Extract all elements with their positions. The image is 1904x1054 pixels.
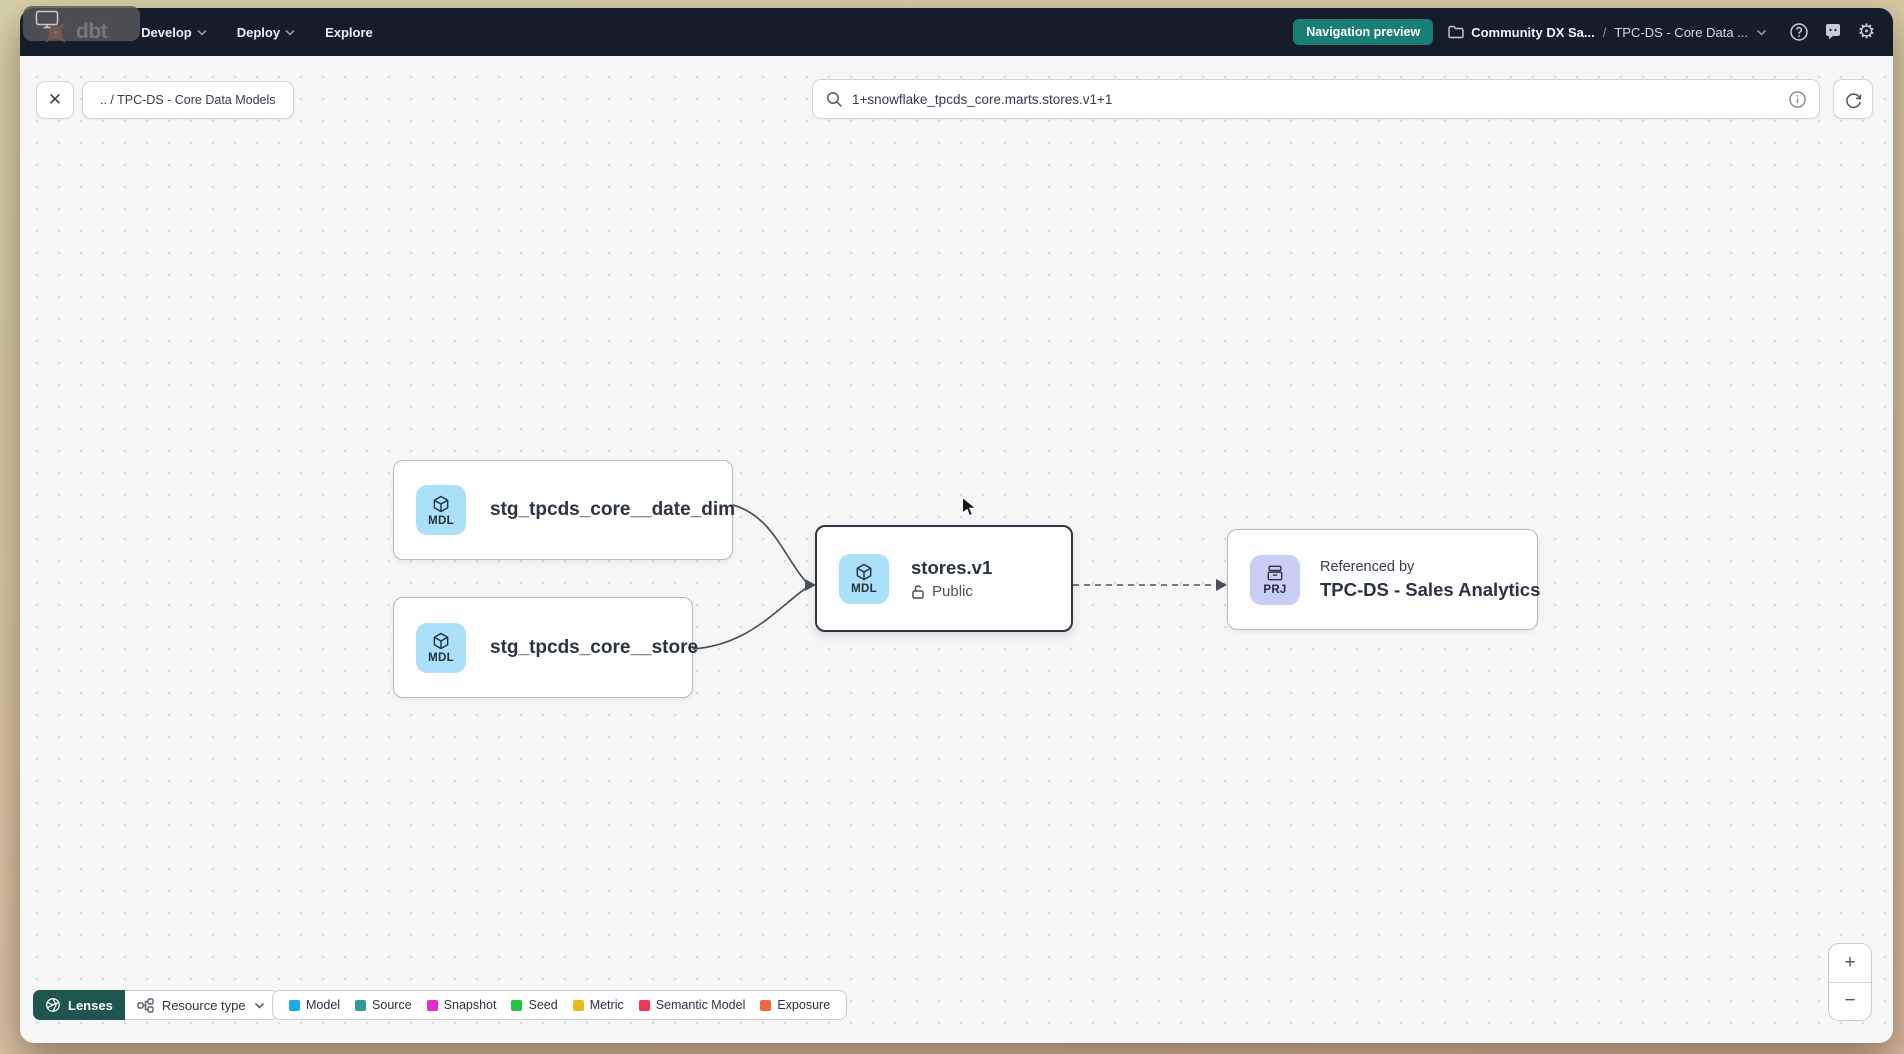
nav-item-develop[interactable]: Develop <box>141 25 207 40</box>
lens-icon <box>46 998 60 1012</box>
legend-label: Source <box>372 998 412 1012</box>
legend-swatch <box>760 999 772 1011</box>
zoom-controls: + − <box>1828 943 1872 1021</box>
monitor-icon <box>35 10 59 29</box>
resource-type-legend: Model Source Snapshot Seed Metric Semant… <box>272 990 848 1020</box>
model-badge: MDL <box>416 622 466 673</box>
legend-swatch <box>355 999 367 1011</box>
top-nav: dbt Develop Deploy Explore Navigation pr… <box>20 8 1893 56</box>
referenced-by-label: Referenced by <box>1320 558 1415 575</box>
nav-icons: ⚙ <box>1788 22 1877 43</box>
breadcrumb-account-label: Community DX Sa... <box>1471 24 1595 40</box>
refresh-icon <box>1845 92 1861 108</box>
node-access: Public <box>911 583 992 600</box>
lens-controls: Lenses Resource type <box>33 990 278 1020</box>
legend-label: Model <box>306 998 341 1012</box>
legend-label: Semantic Model <box>655 998 746 1012</box>
breadcrumb-project[interactable]: TPC-DS - Core Data ... <box>1614 24 1748 40</box>
breadcrumb-account[interactable]: Community DX Sa... <box>1448 25 1595 40</box>
badge-code: PRJ <box>1263 584 1287 596</box>
badge-code: MDL <box>851 583 877 595</box>
legend-label: Metric <box>589 998 624 1012</box>
folder-icon <box>1448 25 1464 39</box>
node-stores-v1[interactable]: MDL stores.v1 Public <box>815 525 1073 632</box>
project-badge: PRJ <box>1250 554 1300 605</box>
os-screenshare-pill <box>23 6 140 41</box>
legend-item-snapshot: Snapshot <box>426 998 497 1012</box>
cube-icon <box>433 495 449 512</box>
legend-swatch <box>426 999 438 1011</box>
close-lineage-button[interactable]: ✕ <box>36 81 74 119</box>
nav-item-deploy[interactable]: Deploy <box>237 25 295 40</box>
legend-label: Seed <box>528 998 558 1012</box>
lenses-label: Lenses <box>68 997 113 1013</box>
chevron-down-icon[interactable] <box>1756 29 1767 36</box>
chevron-down-icon <box>254 1002 264 1009</box>
legend-item-seed: Seed <box>511 998 558 1012</box>
legend-item-exposure: Exposure <box>760 998 830 1012</box>
legend-label: Snapshot <box>443 998 497 1012</box>
graph-nodes-icon <box>137 997 154 1013</box>
cube-icon <box>856 563 872 581</box>
search-input[interactable] <box>852 91 1788 107</box>
legend-swatch <box>511 999 523 1011</box>
nav-item-deploy-label: Deploy <box>236 24 281 40</box>
model-badge: MDL <box>416 485 466 535</box>
legend-swatch <box>289 999 300 1011</box>
lineage-breadcrumb-label: .. / TPC-DS - Core Data Models <box>100 93 276 107</box>
feedback-icon[interactable] <box>1822 22 1843 43</box>
breadcrumb-separator: / <box>1602 24 1607 40</box>
nav-item-explore[interactable]: Explore <box>325 25 373 40</box>
node-label: stg_tpcds_core__store <box>490 636 699 658</box>
close-icon: ✕ <box>47 90 63 109</box>
legend-item-model: Model <box>289 998 340 1012</box>
lock-open-icon <box>912 585 924 599</box>
cube-icon <box>433 632 449 650</box>
app-window: dbt Develop Deploy Explore Navigation pr… <box>20 8 1893 1043</box>
node-stg-tpcds-core-date-dim[interactable]: MDL stg_tpcds_core__date_dim <box>393 460 735 560</box>
settings-gear-icon[interactable]: ⚙ <box>1857 21 1876 43</box>
node-referenced-by-project[interactable]: PRJ Referenced by TPC-DS - Sales Analyti… <box>1227 529 1541 630</box>
lineage-breadcrumb-chip[interactable]: .. / TPC-DS - Core Data Models <box>82 81 294 119</box>
nav-item-develop-label: Develop <box>141 24 192 40</box>
search-icon <box>827 91 842 107</box>
node-label: stores.v1 <box>911 557 993 578</box>
nav-item-explore-label: Explore <box>325 24 373 40</box>
badge-code: MDL <box>428 514 454 527</box>
refresh-lineage-button[interactable] <box>1833 79 1873 119</box>
nav-menu: Develop Deploy Explore <box>141 25 373 40</box>
lenses-button[interactable]: Lenses <box>33 990 125 1020</box>
resource-type-label: Resource type <box>161 997 246 1013</box>
info-icon[interactable] <box>1788 90 1807 109</box>
legend-swatch <box>572 999 584 1011</box>
zoom-out-button[interactable]: − <box>1844 990 1856 1012</box>
legend-item-source: Source <box>355 998 412 1012</box>
legend-item-semantic-model: Semantic Model <box>638 998 746 1012</box>
node-label: stg_tpcds_core__date_dim <box>490 499 735 520</box>
navigation-preview-badge[interactable]: Navigation preview <box>1293 19 1434 45</box>
chevron-down-icon <box>285 29 295 36</box>
model-badge: MDL <box>839 553 889 604</box>
legend-item-metric: Metric <box>572 998 624 1012</box>
lineage-search-bar <box>812 79 1820 119</box>
resource-type-dropdown[interactable]: Resource type <box>124 990 278 1020</box>
node-stg-tpcds-core-store[interactable]: MDL stg_tpcds_core__store <box>393 597 698 698</box>
lineage-canvas[interactable] <box>20 56 1893 1043</box>
legend-swatch <box>638 999 650 1011</box>
node-text: stores.v1 Public <box>911 557 992 600</box>
chevron-down-icon <box>197 29 207 36</box>
nav-right: Navigation preview Community DX Sa... / … <box>1293 19 1877 45</box>
help-icon[interactable] <box>1788 22 1809 43</box>
zoom-in-button[interactable]: + <box>1829 944 1871 983</box>
archive-icon <box>1267 565 1283 581</box>
legend-label: Exposure <box>777 998 831 1012</box>
breadcrumb: Community DX Sa... / TPC-DS - Core Data … <box>1448 25 1767 40</box>
access-label: Public <box>932 583 973 600</box>
node-label: TPC-DS - Sales Analytics <box>1320 578 1541 600</box>
node-text: Referenced by TPC-DS - Sales Analytics <box>1320 558 1541 601</box>
badge-code: MDL <box>428 652 454 664</box>
